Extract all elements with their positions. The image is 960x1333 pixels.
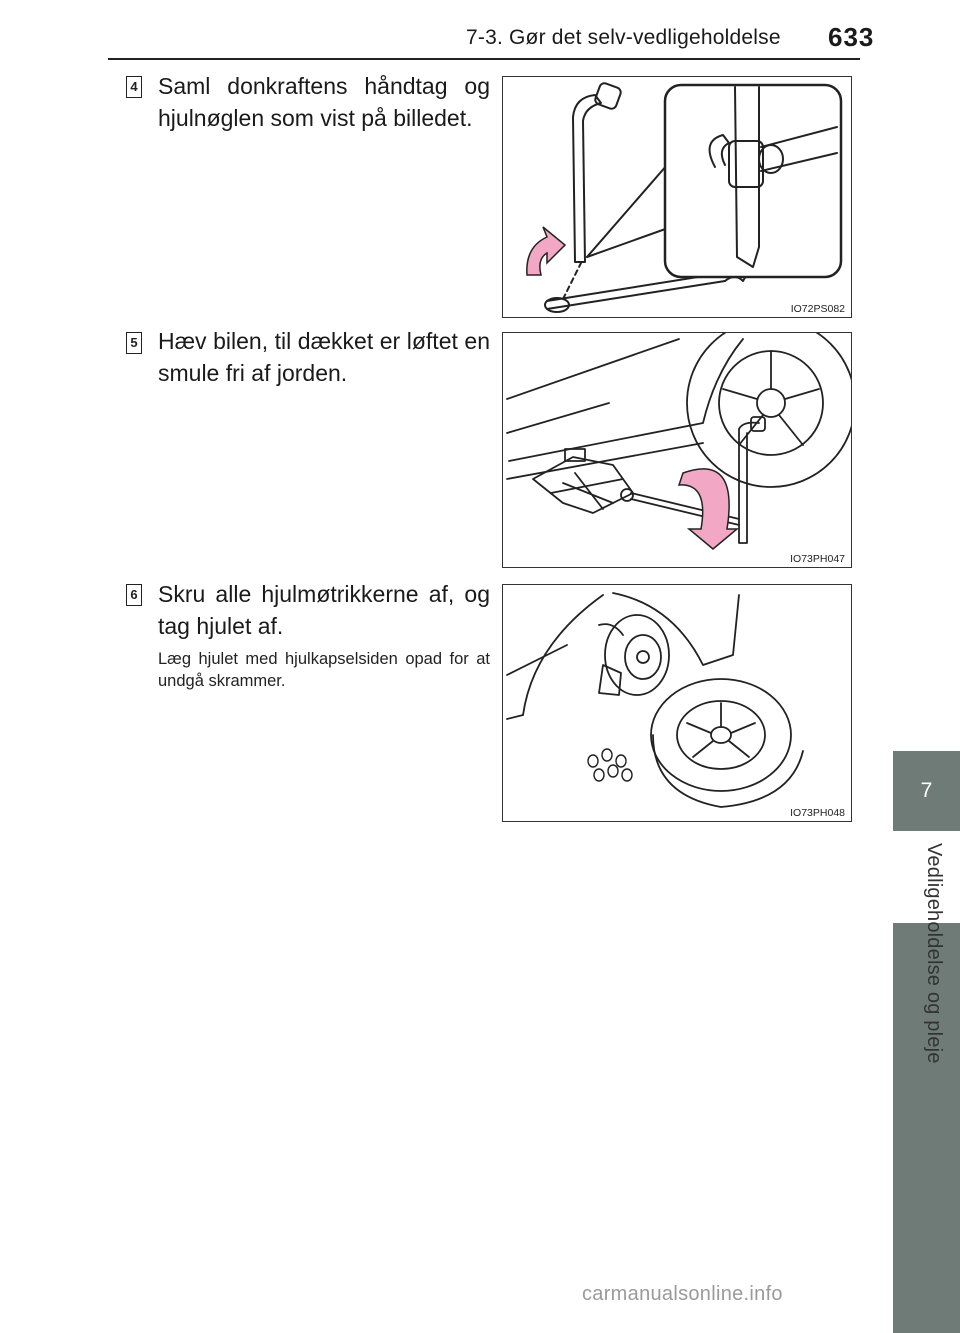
step-note-6: Læg hjulet med hjulkapselsiden opad for … bbox=[158, 650, 490, 690]
chapter-side-tab bbox=[893, 923, 960, 1333]
header-rule bbox=[108, 58, 860, 60]
jack-handle-illustration bbox=[526, 82, 843, 313]
figure-assemble-jack-handle: IO72PS082 bbox=[502, 76, 852, 318]
step-number-5: 5 bbox=[126, 332, 142, 354]
figure-remove-wheel: IO73PH048 bbox=[502, 584, 852, 822]
step-number-4: 4 bbox=[126, 76, 142, 98]
chapter-label: Vedligeholdelse og pleje bbox=[923, 843, 945, 1064]
chapter-number-tab: 7 bbox=[893, 751, 960, 831]
step-text-4: Saml donkraftens håndtag og hjulnøglen s… bbox=[158, 73, 490, 131]
step-number-6: 6 bbox=[126, 584, 142, 606]
figure-code: IO72PS082 bbox=[788, 303, 847, 315]
raise-vehicle-illustration bbox=[506, 333, 851, 550]
remove-wheel-illustration bbox=[506, 592, 804, 808]
figure-code: IO73PH047 bbox=[788, 553, 847, 565]
watermark: carmanualsonline.info bbox=[582, 1283, 783, 1305]
section-title: 7-3. Gør det selv-vedligeholdelse bbox=[466, 26, 781, 49]
step-text-5: Hæv bilen, til dækket er løftet en smule… bbox=[158, 328, 490, 386]
page-number: 633 bbox=[828, 22, 875, 52]
figure-raise-vehicle: IO73PH047 bbox=[502, 332, 852, 568]
step-text-6: Skru alle hjulmøtrikkerne af, og tag hju… bbox=[158, 581, 490, 639]
figure-code: IO73PH048 bbox=[788, 807, 847, 819]
